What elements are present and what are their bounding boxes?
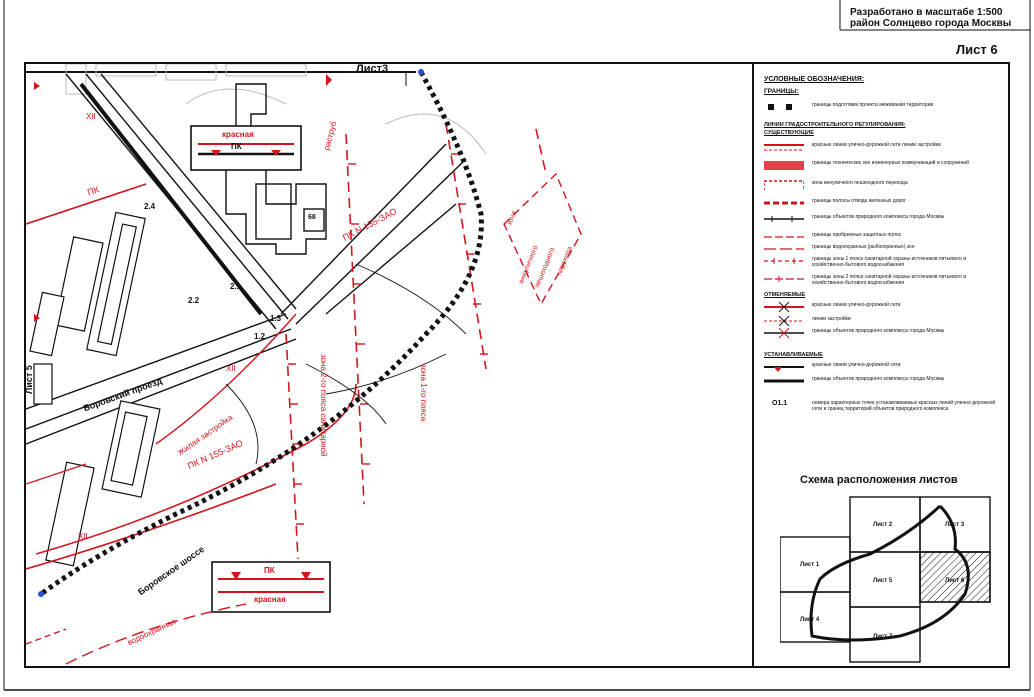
- legend-row-cancelled-2: границы объектов природного комплекса го…: [764, 328, 1004, 340]
- point-1-3: 1.3: [270, 314, 282, 323]
- sheet-ref-left[interactable]: Лист 5: [24, 365, 34, 394]
- legend-row-existing-5: границы прибрежных защитных полос: [764, 232, 902, 238]
- legend-row-project-boundary: границы подготовки проекта межевания тер…: [764, 102, 1004, 114]
- legend-row-existing-0: красные линии улично-дорожной сети линии…: [764, 142, 941, 151]
- legend-cancelled-head: ОТМЕНЯЕМЫЕ: [764, 292, 806, 298]
- map-area[interactable]: Лист3 Лист 5 красная ПК ПК красная ПК N …: [24, 62, 754, 668]
- scheme-cell-list-3[interactable]: Лист 3: [945, 522, 965, 528]
- legend-existing-head: СУЩЕСТВУЮЩИЕ: [764, 130, 814, 136]
- scheme-cell-list-2[interactable]: Лист 2: [873, 522, 893, 528]
- legend-row-established-1: границы объектов природного комплекса го…: [764, 376, 945, 383]
- legend-row-existing-1: границы технических зон инженерных комму…: [764, 160, 1004, 172]
- building-number: 68: [308, 214, 316, 221]
- legend-row-points: О1.1 номера характерных точек устанавлив…: [772, 400, 996, 412]
- legend-row-existing-4: границы объектов природного комплекса го…: [764, 214, 945, 222]
- scheme-cell-list-4[interactable]: Лист 4: [800, 617, 820, 623]
- sheet-title: Лист 6: [956, 42, 998, 57]
- point-2-4: 2.4: [144, 202, 156, 211]
- scheme-cell-list-5[interactable]: Лист 5: [873, 578, 893, 584]
- sheet-scheme: [780, 496, 991, 663]
- scheme-cell-list-7[interactable]: Лист 7: [873, 634, 893, 640]
- scheme-cell-list-1[interactable]: Лист 1: [800, 562, 820, 568]
- point-2-1: 2.1: [230, 282, 242, 291]
- label-xii-3: XII: [78, 532, 88, 541]
- legend-regulation-head: ЛИНИИ ГРАДОСТРОИТЕЛЬНОГО РЕГУЛИРОВАНИЯ:: [764, 122, 906, 128]
- label-xii-2: XII: [226, 364, 236, 373]
- legend-panel: УСЛОВНЫЕ ОБОЗНАЧЕНИЯ: ГРАНИЦЫ: границы п…: [754, 62, 1010, 668]
- label-red-box-bottom-1: ПК: [264, 566, 275, 575]
- legend-boundaries-head: ГРАНИЦЫ:: [764, 88, 799, 95]
- scheme-title: Схема расположения листов: [800, 474, 958, 486]
- legend-row-existing-6: границы водоохранных (рыбоохранных) зон: [764, 244, 915, 250]
- label-red-box-bottom-2: красная: [254, 595, 286, 604]
- district-note: район Солнцево города Москвы: [850, 18, 1012, 29]
- label-red-box-top-2: ПК: [231, 142, 242, 151]
- map-drawing: [26, 64, 582, 665]
- label-zone-2: зона 2-го пояса санитарной: [319, 354, 328, 457]
- sheet-ref-top[interactable]: Лист3: [356, 63, 389, 75]
- point-1-2: 1.2: [254, 332, 266, 341]
- legend-row-cancelled-1: линии застройки: [764, 316, 1004, 328]
- legend-row-existing-7: границы зоны 1 пояса санитарной охраны и…: [764, 256, 967, 268]
- legend-row-existing-8: границы зоны 2 пояса санитарной охраны и…: [764, 274, 967, 286]
- scale-note: Разработано в масштабе 1:500: [850, 7, 1003, 18]
- legend-row-cancelled-0: красные линии улично-дорожной сети: [764, 302, 1004, 314]
- legend-title: УСЛОВНЫЕ ОБОЗНАЧЕНИЯ:: [764, 76, 865, 83]
- scheme-cell-list-6[interactable]: Лист 6: [945, 578, 965, 584]
- label-red-box-top-1: красная: [222, 130, 254, 139]
- legend-row-existing-3: границы полосы отвода железных дорог: [764, 198, 906, 205]
- legend-row-existing-2: зона внеуличного пешеходного перехода: [764, 180, 1004, 192]
- legend-row-established-0: красные линии улично-дорожной сети: [764, 362, 1004, 374]
- label-xii-1: XII: [86, 112, 96, 121]
- legend-established-head: УСТАНАВЛИВАЕМЫЕ: [764, 352, 823, 358]
- point-2-2: 2.2: [188, 296, 200, 305]
- label-zone-1: зона 1-го пояса: [419, 364, 428, 422]
